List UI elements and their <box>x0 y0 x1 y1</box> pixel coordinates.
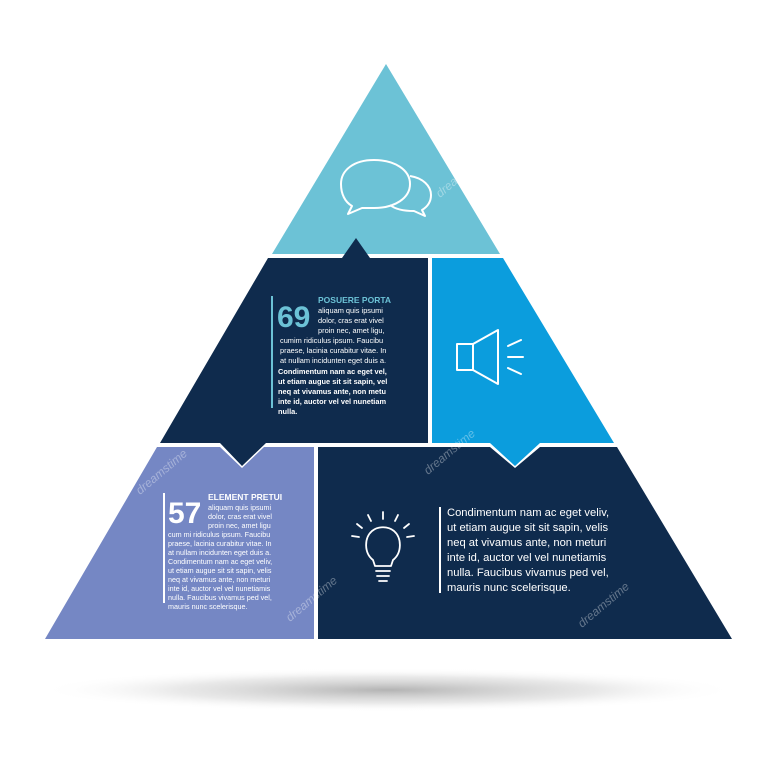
text-line: at nullam incidunten eget duis a. <box>280 356 386 365</box>
stat-number-69: 69 <box>277 301 310 334</box>
text-line: mauris nunc scelerisque. <box>168 602 248 611</box>
text-line: cumim ridiculus ipsum. Faucibu <box>280 336 383 345</box>
text-line: inte id, auctor vel vel nunetiamis <box>447 552 607 564</box>
block-69: 69 POSUERE PORTA aliquam quis ipsumidolo… <box>271 295 391 416</box>
text-line: praese, lacinia curabitur vitae. In <box>168 539 271 548</box>
text-line: dolor, cras erat vivel <box>208 512 272 521</box>
text-line: dolor, cras erat vivel <box>318 316 384 325</box>
block-right: Condimentum nam ac eget veliv, ut etiam a… <box>439 507 609 594</box>
text-line: proin nec, amet ligu <box>208 521 271 530</box>
accent-bar <box>439 507 441 593</box>
text-line: proin nec, amet ligu, <box>318 326 385 335</box>
text-line: Condimentum nam ac eget veliv, <box>447 507 609 519</box>
text-line: ut etiam augue sit sit sapin, velis <box>168 566 272 575</box>
text-line: ut etiam augue sit sit sapin, vel <box>278 377 387 386</box>
accent-bar <box>163 493 165 603</box>
block-57: 57 ELEMENT PRETUI aliquam quis ipsumidol… <box>163 492 282 611</box>
text-line: aliquam quis ipsumi <box>208 503 272 512</box>
segment-middle-right <box>432 258 614 466</box>
segment-bottom-right <box>318 447 732 639</box>
text-line: inte id, auctor vel vel nunetiam <box>278 397 386 406</box>
text-line: neq at vivamus ante, non meturi <box>168 575 271 584</box>
accent-bar <box>271 296 273 408</box>
block-heading: POSUERE PORTA <box>318 295 391 305</box>
text-line: at nullam incidunten eget duis a. <box>168 548 271 557</box>
text-line: aliquam quis ipsumi <box>318 306 383 315</box>
light-bulb-icon <box>351 511 415 582</box>
text-line: neq at vivamus ante, non meturi <box>447 537 606 549</box>
segment-top <box>272 64 500 254</box>
text-line: neq at vivamus ante, non metu <box>278 387 386 396</box>
text-line: nulla. Faucibus vivamus ped vel, <box>168 593 272 602</box>
ground-shadow <box>38 668 738 712</box>
text-line: praese, lacinia curabitur vitae. In <box>280 346 386 355</box>
text-line: ut etiam augue sit sit sapin, velis <box>447 522 608 534</box>
text-line: nulla. Faucibus vivamus ped vel, <box>447 567 609 579</box>
text-line: inte id, auctor vel vel nunetiamis <box>168 584 271 593</box>
text-line: Condimentum nam ac eget veliv, <box>168 557 272 566</box>
block-heading: ELEMENT PRETUI <box>208 492 282 502</box>
stat-number-57: 57 <box>168 497 201 530</box>
text-line: nulla. <box>278 407 297 416</box>
segment-middle-left <box>160 238 428 466</box>
segment-bottom-left <box>45 447 314 639</box>
text-line: Condimentum nam ac eget vel, <box>278 367 387 376</box>
text-line: mauris nunc scelerisque. <box>447 582 571 594</box>
text-line: cum mi ridiculus ipsum. Faucibu <box>168 530 270 539</box>
speaker-icon <box>456 329 524 385</box>
speech-bubbles-icon <box>340 159 432 217</box>
